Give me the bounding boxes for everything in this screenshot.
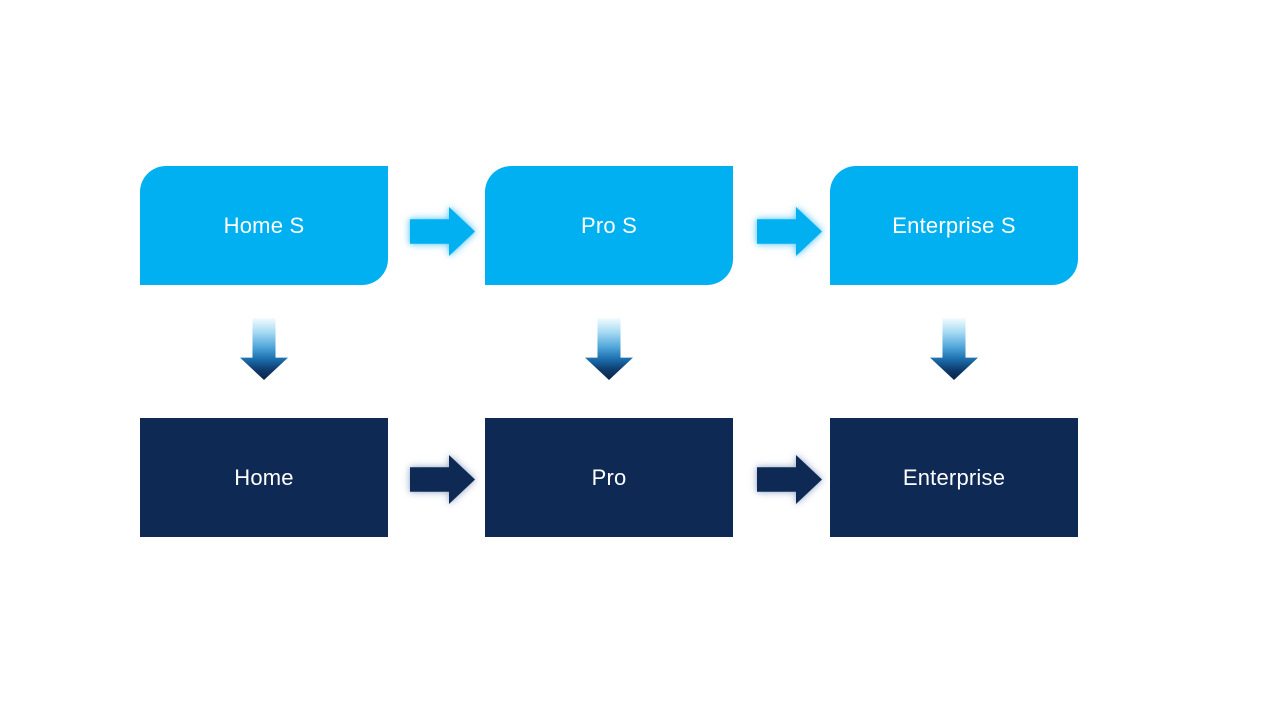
down-arrow-shape: [930, 318, 978, 380]
right-arrow-bottom-2-icon: [757, 455, 822, 504]
right-arrow-shape: [410, 455, 475, 504]
down-arrow-1-icon: [240, 318, 288, 380]
down-arrow-shape: [240, 318, 288, 380]
down-arrow-shape: [585, 318, 633, 380]
right-arrow-shape: [410, 207, 475, 256]
box-pro-label: Pro: [591, 464, 627, 490]
down-arrow-2-icon: [585, 318, 633, 380]
right-arrow-bottom-1-icon: [410, 455, 475, 504]
box-home-s-label: Home S: [223, 212, 305, 238]
down-arrow-3-icon: [930, 318, 978, 380]
box-pro: Pro: [485, 418, 733, 537]
right-arrow-shape: [757, 207, 822, 256]
box-pro-s: Pro S: [485, 166, 733, 285]
box-pro-s-label: Pro S: [580, 212, 638, 238]
box-home: Home: [140, 418, 388, 537]
right-arrow-top-1-icon: [410, 207, 475, 256]
box-enterprise-s: Enterprise S: [830, 166, 1078, 285]
right-arrow-shape: [757, 455, 822, 504]
box-home-s: Home S: [140, 166, 388, 285]
right-arrow-top-2-icon: [757, 207, 822, 256]
box-home-label: Home: [234, 464, 294, 490]
box-enterprise-s-label: Enterprise S: [892, 212, 1016, 238]
box-enterprise: Enterprise: [830, 418, 1078, 537]
box-enterprise-label: Enterprise: [902, 464, 1006, 490]
